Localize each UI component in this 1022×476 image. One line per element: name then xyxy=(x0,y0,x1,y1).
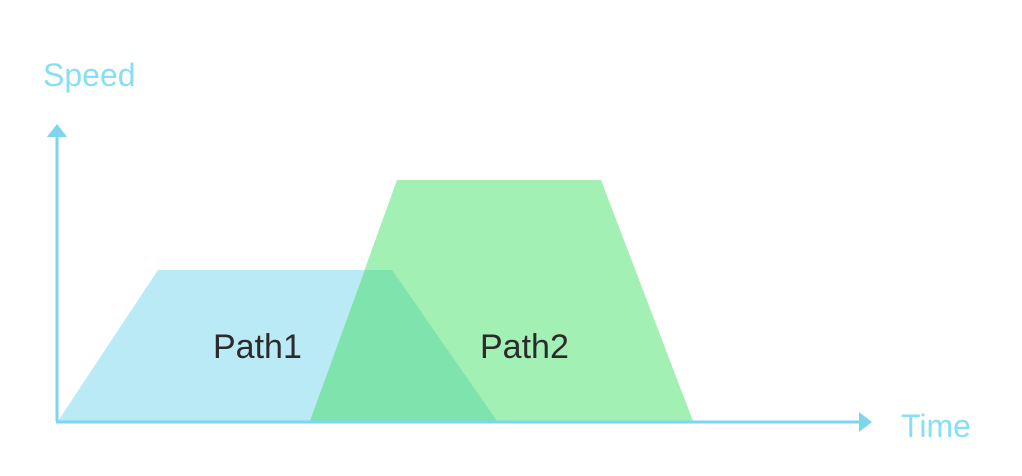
x-axis-arrow xyxy=(859,412,872,432)
path2-label: Path2 xyxy=(480,328,569,366)
overlap-region xyxy=(310,270,497,421)
y-axis-arrow xyxy=(47,124,67,137)
path1-label: Path1 xyxy=(213,328,302,366)
y-axis-label: Speed xyxy=(43,57,136,93)
x-axis-label: Time xyxy=(901,408,971,444)
